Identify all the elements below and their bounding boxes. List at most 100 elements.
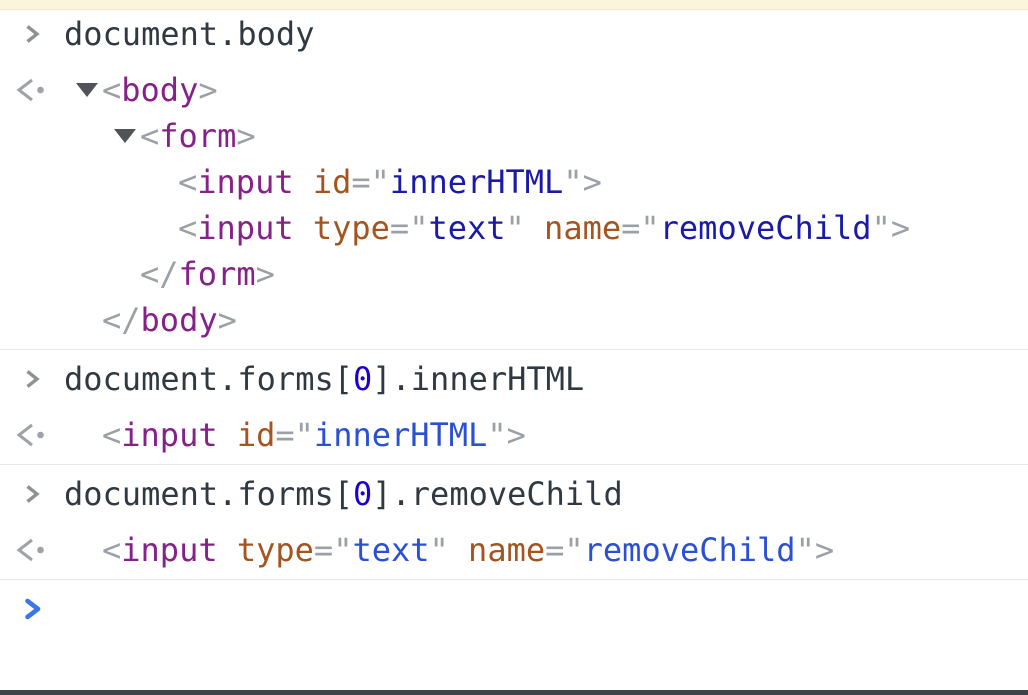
dom-tree-row[interactable]: <form>	[0, 113, 1028, 159]
token-sp	[294, 209, 313, 247]
token-plain: document.body	[64, 15, 315, 53]
token-sp	[218, 531, 237, 569]
element-markup: <input type="text" name="removeChild">	[178, 209, 910, 247]
token-plain: document.forms[	[64, 475, 353, 513]
element-preview[interactable]: <input id="innerHTML">	[0, 412, 1028, 458]
token-tag: form	[159, 117, 237, 155]
expander-slot	[64, 297, 102, 343]
token-attr: type	[236, 531, 314, 569]
dom-tree-row[interactable]: </body>	[0, 297, 1028, 343]
command-text: document.forms[0].removeChild	[64, 475, 623, 513]
token-sp	[294, 163, 313, 201]
element-markup: </body>	[102, 301, 237, 339]
token-brk: ">	[871, 209, 911, 247]
element-markup: <body>	[102, 71, 218, 109]
bottom-bar	[0, 690, 1028, 695]
token-val: innerHTML	[389, 163, 564, 201]
dom-tree-row[interactable]: <input id="innerHTML">	[0, 159, 1028, 205]
token-tag: input	[121, 416, 218, 454]
token-brk: ="	[389, 209, 429, 247]
token-attr: id	[312, 163, 352, 201]
element-markup: </form>	[140, 255, 275, 293]
element-markup: <input type="text" name="removeChild">	[102, 531, 834, 569]
command-chevron-icon	[24, 23, 40, 45]
console-command: document.body	[0, 11, 1028, 57]
command-chevron-icon	[24, 368, 40, 390]
token-attr: id	[236, 416, 276, 454]
return-value-icon	[10, 419, 48, 451]
console-result: <body><form><input id="innerHTML"><input…	[0, 67, 1028, 343]
token-brk: >	[236, 117, 256, 155]
element-preview[interactable]: <input type="text" name="removeChild">	[0, 527, 1028, 573]
token-brk: ">	[563, 163, 602, 201]
dom-tree-row[interactable]: <body>	[0, 67, 1028, 113]
element-markup: <form>	[140, 117, 256, 155]
expander-triangle-icon[interactable]	[76, 83, 98, 97]
expander-slot	[102, 251, 140, 297]
token-brk: >	[217, 301, 237, 339]
token-brk: <	[178, 209, 198, 247]
return-value-icon	[10, 74, 48, 106]
token-tag: body	[140, 301, 218, 339]
token-tag: input	[197, 209, 294, 247]
console-group: document.forms[0].removeChild <input type…	[0, 465, 1028, 580]
token-plain: ].removeChild	[372, 475, 623, 513]
devtools-console: document.body<body><form><input id="inne…	[0, 10, 1028, 632]
token-num: 0	[352, 475, 373, 513]
token-brk: ="	[351, 163, 390, 201]
token-brk: <	[102, 71, 122, 109]
command-text: document.forms[0].innerHTML	[64, 360, 584, 398]
token-tag: body	[121, 71, 199, 109]
console-command: document.forms[0].innerHTML	[0, 356, 1028, 402]
token-tag: form	[178, 255, 256, 293]
token-brk: ">	[487, 416, 526, 454]
console-result: <input id="innerHTML">	[0, 412, 1028, 458]
expander-triangle-icon[interactable]	[114, 129, 136, 143]
token-brk: >	[255, 255, 275, 293]
token-brk: ="	[545, 531, 584, 569]
token-val2: text	[352, 531, 430, 569]
prompt-chevron-icon	[23, 597, 43, 621]
token-brk: <	[102, 531, 122, 569]
token-brk: ">	[795, 531, 835, 569]
token-val2: innerHTML	[313, 416, 488, 454]
token-brk: <	[140, 117, 160, 155]
token-attr: name	[544, 209, 622, 247]
token-brk: ="	[313, 531, 353, 569]
token-plain: document.forms[	[64, 360, 353, 398]
token-val2: removeChild	[583, 531, 796, 569]
expander-slot	[102, 113, 140, 159]
command-text: document.body	[64, 15, 314, 53]
token-plain: ].innerHTML	[372, 360, 585, 398]
token-attr: type	[312, 209, 390, 247]
token-brk: <	[178, 163, 198, 201]
console-command: document.forms[0].removeChild	[0, 471, 1028, 517]
token-attr: name	[468, 531, 546, 569]
token-brk: >	[198, 71, 218, 109]
console-result: <input type="text" name="removeChild">	[0, 527, 1028, 573]
token-tag: input	[121, 531, 218, 569]
token-brk: </	[140, 255, 179, 293]
token-brk: <	[102, 416, 122, 454]
token-brk: "	[429, 531, 469, 569]
return-value-icon	[10, 534, 48, 566]
token-val: text	[428, 209, 506, 247]
console-info-bar	[0, 0, 1028, 10]
token-brk: "	[505, 209, 545, 247]
token-num: 0	[352, 360, 373, 398]
console-group: document.forms[0].innerHTML <input id="in…	[0, 350, 1028, 465]
command-chevron-icon	[24, 483, 40, 505]
dom-tree-row[interactable]: <input type="text" name="removeChild">	[0, 205, 1028, 251]
token-brk: </	[102, 301, 141, 339]
token-sp	[218, 416, 237, 454]
dom-tree-row[interactable]: </form>	[0, 251, 1028, 297]
token-tag: input	[197, 163, 294, 201]
console-input[interactable]	[64, 586, 1018, 632]
console-prompt[interactable]	[0, 586, 1028, 632]
token-brk: ="	[621, 209, 660, 247]
expander-slot	[140, 205, 178, 251]
element-markup: <input id="innerHTML">	[178, 163, 602, 201]
console-output: document.body<body><form><input id="inne…	[0, 10, 1028, 580]
console-group: document.body<body><form><input id="inne…	[0, 10, 1028, 350]
token-val: removeChild	[659, 209, 872, 247]
